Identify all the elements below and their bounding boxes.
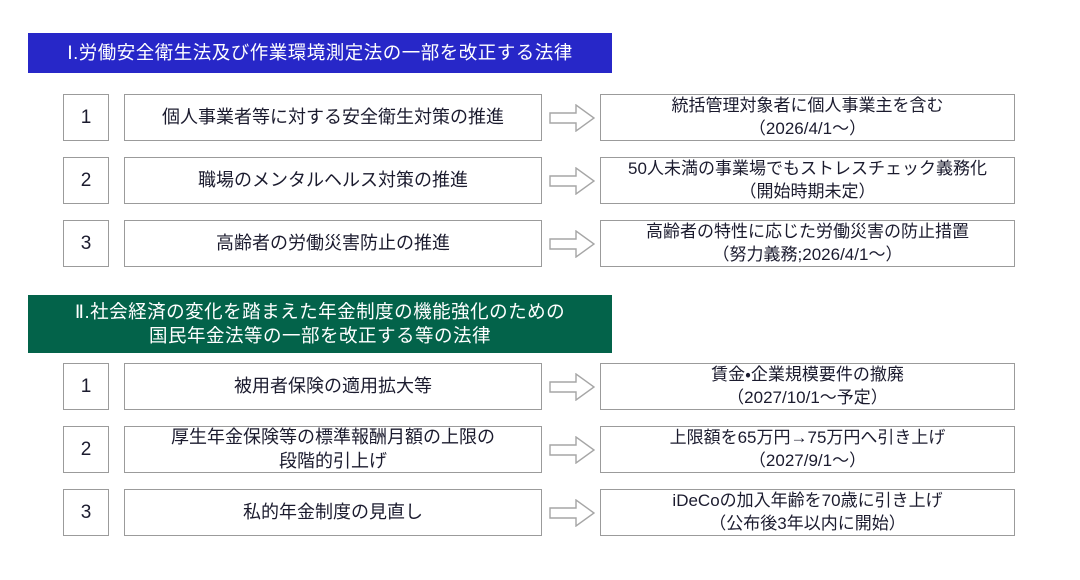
section-banner-2-line-1: Ⅱ.社会経済の変化を踏まえた年金制度の機能強化のための	[74, 301, 566, 323]
table-row: 1 個人事業者等に対する安全衛生対策の推進 統括管理対象者に個人事業主を含む （…	[0, 92, 1080, 144]
outcome-date-line: （努力義務;2026/4/1〜）	[712, 244, 903, 264]
outcome-text-line: 賃金・企業規模要件の撤廃	[711, 365, 904, 385]
row-number-box: 1	[63, 363, 109, 410]
measure-text-line: 個人事業者等に対する安全衛生対策の推進	[162, 106, 504, 127]
right-arrow-icon	[549, 104, 595, 132]
outcome-text-line: 統括管理対象者に個人事業主を含む	[671, 96, 944, 116]
outcome-box: 高齢者の特性に応じた労働災害の防止措置 （努力義務;2026/4/1〜）	[600, 220, 1015, 267]
measure-box: 被用者保険の適用拡大等	[124, 363, 542, 410]
section-banner-1-line-1: Ⅰ.労働安全衛生法及び作業環境測定法の一部を改正する法律	[67, 42, 573, 64]
right-arrow-icon	[549, 499, 595, 527]
table-row: 2 職場のメンタルヘルス対策の推進 50人未満の事業場でもストレスチェック義務化…	[0, 155, 1080, 207]
table-row: 2 厚生年金保険等の標準報酬月額の上限の 段階的引上げ 上限額を65万円→75万…	[0, 424, 1080, 476]
outcome-date-line: （2027/9/1〜）	[748, 450, 867, 470]
outcome-date-line: （公布後3年以内に開始）	[709, 513, 906, 533]
row-number-box: 1	[63, 94, 109, 141]
measure-box: 個人事業者等に対する安全衛生対策の推進	[124, 94, 542, 141]
measure-box: 高齢者の労働災害防止の推進	[124, 220, 542, 267]
outcome-box: 上限額を65万円→75万円へ引き上げ （2027/9/1〜）	[600, 426, 1015, 473]
right-arrow-icon	[549, 436, 595, 464]
row-number-box: 3	[63, 489, 109, 536]
outcome-box: 統括管理対象者に個人事業主を含む （2026/4/1〜）	[600, 94, 1015, 141]
measure-box: 厚生年金保険等の標準報酬月額の上限の 段階的引上げ	[124, 426, 542, 473]
right-arrow-icon	[549, 167, 595, 195]
measure-box: 私的年金制度の見直し	[124, 489, 542, 536]
table-row: 1 被用者保険の適用拡大等 賃金・企業規模要件の撤廃 （2027/10/1〜予定…	[0, 361, 1080, 413]
measure-text-line-2: 段階的引上げ	[279, 450, 387, 471]
outcome-text-line: 上限額を65万円→75万円へ引き上げ	[669, 428, 946, 448]
outcome-box: iDeCoの加入年齢を70歳に引き上げ （公布後3年以内に開始）	[600, 489, 1015, 536]
table-row: 3 私的年金制度の見直し iDeCoの加入年齢を70歳に引き上げ （公布後3年以…	[0, 487, 1080, 539]
outcome-box: 賃金・企業規模要件の撤廃 （2027/10/1〜予定）	[600, 363, 1015, 410]
table-row: 3 高齢者の労働災害防止の推進 高齢者の特性に応じた労働災害の防止措置 （努力義…	[0, 218, 1080, 270]
row-number-box: 3	[63, 220, 109, 267]
measure-text-line: 厚生年金保険等の標準報酬月額の上限の	[171, 427, 495, 448]
outcome-date-line: （2027/10/1〜予定）	[727, 387, 888, 407]
outcome-date-line: （2026/4/1〜）	[748, 118, 867, 138]
measure-box: 職場のメンタルヘルス対策の推進	[124, 157, 542, 204]
right-arrow-icon	[549, 230, 595, 258]
section-banner-2-line-2: 国民年金法等の一部を改正する等の法律	[148, 325, 491, 346]
measure-text-line: 高齢者の労働災害防止の推進	[216, 232, 450, 253]
section-banner-2: Ⅱ.社会経済の変化を踏まえた年金制度の機能強化のための 国民年金法等の一部を改正…	[28, 295, 612, 353]
measure-text-line: 職場のメンタルヘルス対策の推進	[198, 169, 468, 190]
outcome-date-line: （開始時期未定）	[739, 181, 876, 201]
measure-text-line: 私的年金制度の見直し	[243, 501, 423, 522]
outcome-text-line: 高齢者の特性に応じた労働災害の防止措置	[646, 222, 969, 242]
outcome-box: 50人未満の事業場でもストレスチェック義務化 （開始時期未定）	[600, 157, 1015, 204]
right-arrow-icon	[549, 373, 595, 401]
measure-text-line: 被用者保険の適用拡大等	[234, 375, 432, 396]
row-number-box: 2	[63, 426, 109, 473]
row-number-box: 2	[63, 157, 109, 204]
section-banner-1: Ⅰ.労働安全衛生法及び作業環境測定法の一部を改正する法律	[28, 33, 612, 73]
outcome-text-line: 50人未満の事業場でもストレスチェック義務化	[628, 159, 987, 179]
outcome-text-line: iDeCoの加入年齢を70歳に引き上げ	[672, 491, 943, 511]
